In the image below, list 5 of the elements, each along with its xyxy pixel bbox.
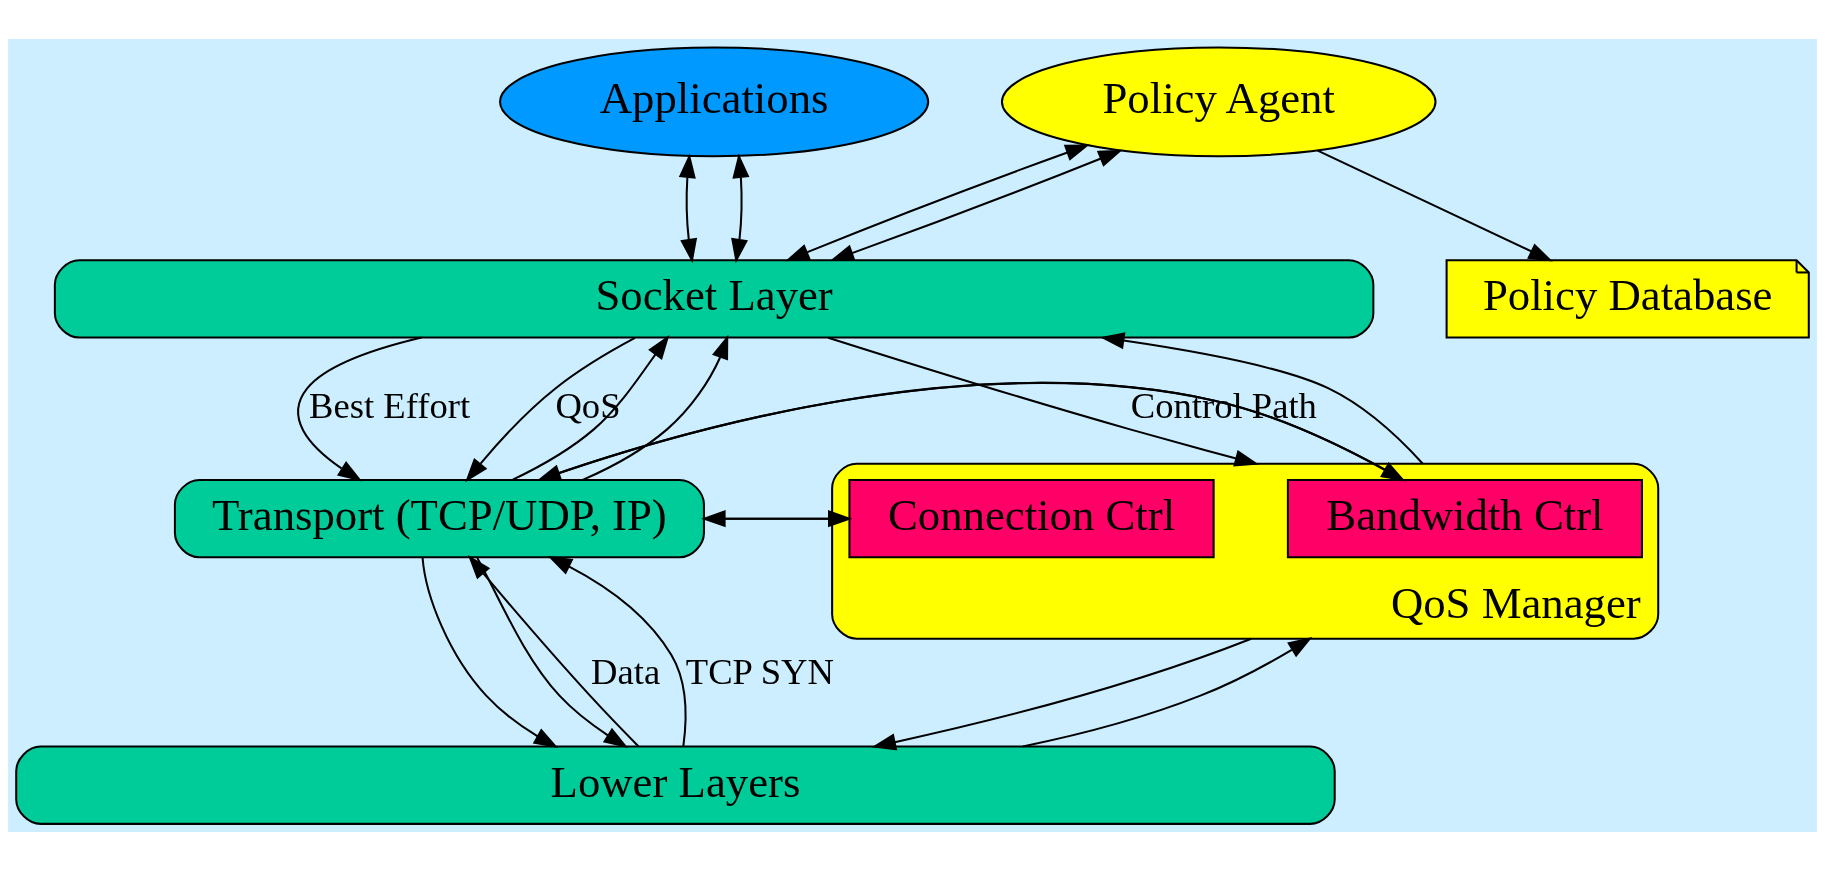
edge-label: Best Effort [309,384,471,426]
edge-label: Control Path [1130,384,1317,426]
edge-label: TCP SYN [685,650,834,692]
edge-label: QoS [555,384,621,426]
edge-label: Data [591,650,661,692]
